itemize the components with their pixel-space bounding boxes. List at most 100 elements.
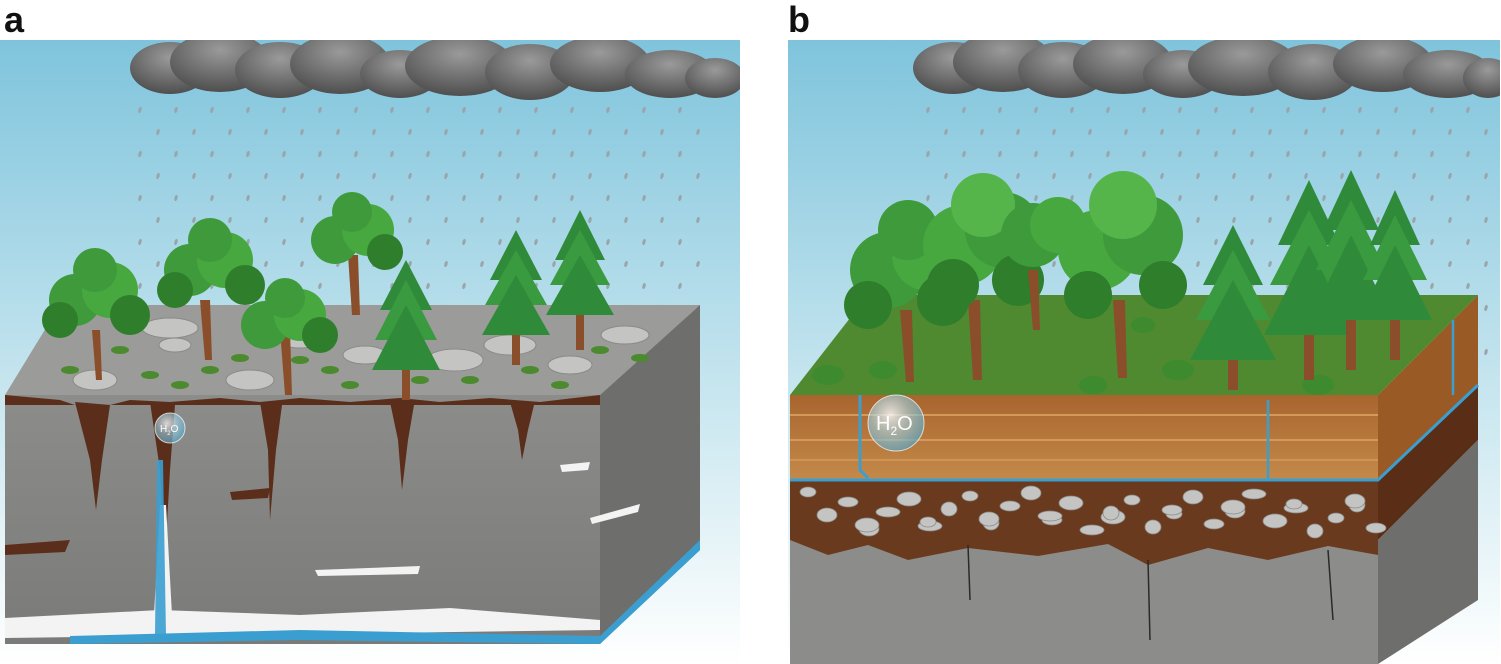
rain-drop bbox=[516, 128, 520, 136]
deciduous-tree-4 bbox=[311, 192, 403, 315]
rain-drop bbox=[1232, 216, 1236, 224]
bedrock-side bbox=[1378, 440, 1478, 664]
rain-drop bbox=[678, 282, 682, 290]
rain-drop bbox=[1052, 172, 1056, 180]
gravel-stone bbox=[1020, 485, 1042, 501]
bubble-text-sub: 2 bbox=[890, 424, 897, 438]
rain-drop bbox=[642, 150, 646, 158]
water-molecule-bubble: H2O bbox=[154, 412, 186, 444]
rain-drop bbox=[372, 128, 376, 136]
rain-drop bbox=[1286, 150, 1290, 158]
rain-drop bbox=[1250, 106, 1254, 114]
rain-drop bbox=[534, 194, 538, 202]
gravel-stone bbox=[961, 490, 979, 502]
gravel-stone bbox=[1262, 513, 1288, 529]
gravel-bottom-edge bbox=[790, 540, 1378, 565]
rain-drop bbox=[534, 106, 538, 114]
rain-drop bbox=[300, 216, 304, 224]
rain-drop bbox=[156, 216, 160, 224]
rain-drop bbox=[1448, 128, 1452, 136]
rain-drop bbox=[1016, 128, 1020, 136]
rain-drop bbox=[228, 172, 232, 180]
panel-label-b: b bbox=[788, 0, 810, 40]
rain-drop bbox=[642, 238, 646, 246]
rain-drop bbox=[138, 194, 142, 202]
rain-drop bbox=[498, 238, 502, 246]
rock-side-face bbox=[600, 305, 700, 644]
rain-drop bbox=[282, 194, 286, 202]
rain-drop bbox=[390, 150, 394, 158]
rain-drop bbox=[1178, 106, 1182, 114]
grass-tuft bbox=[521, 366, 539, 374]
rain-drop bbox=[1466, 238, 1470, 246]
water-vertical-flow bbox=[155, 460, 166, 636]
rain-drop bbox=[300, 260, 304, 268]
rain-drop bbox=[1376, 172, 1380, 180]
root-crack-4 bbox=[390, 402, 414, 490]
rain-drop bbox=[1070, 150, 1074, 158]
rain-drop bbox=[408, 128, 412, 136]
rain-drop bbox=[1430, 150, 1434, 158]
grass-tuft bbox=[411, 376, 429, 384]
rain-drop bbox=[480, 128, 484, 136]
rain-drop bbox=[336, 172, 340, 180]
rain-drop bbox=[1214, 238, 1218, 246]
rain-drop bbox=[1196, 260, 1200, 268]
rain-drop bbox=[192, 128, 196, 136]
rain-drop bbox=[1196, 172, 1200, 180]
rain-drop bbox=[498, 106, 502, 114]
gravel-stone bbox=[1306, 523, 1324, 539]
water-table-line bbox=[790, 383, 1480, 482]
grass-tuft bbox=[111, 346, 129, 354]
rain-drop bbox=[390, 106, 394, 114]
water-infiltration-path bbox=[858, 395, 870, 480]
rain-drop bbox=[516, 216, 520, 224]
rain-drop bbox=[696, 216, 700, 224]
svg-text:H2O: H2O bbox=[160, 424, 179, 437]
rain-drop bbox=[552, 128, 556, 136]
rain-drop bbox=[444, 216, 448, 224]
rain-drop bbox=[926, 106, 930, 114]
gravel-stone bbox=[919, 516, 937, 528]
gravel-stone bbox=[1344, 493, 1366, 509]
rain-drop bbox=[962, 150, 966, 158]
rain-drop bbox=[174, 238, 178, 246]
rain-drop bbox=[138, 238, 142, 246]
rain-drop bbox=[944, 172, 948, 180]
grass-tuft bbox=[341, 381, 359, 389]
rain-drop bbox=[1088, 172, 1092, 180]
rain-drop bbox=[1376, 128, 1380, 136]
rain-drop bbox=[336, 128, 340, 136]
rain-drop bbox=[156, 128, 160, 136]
rain-drop bbox=[1016, 172, 1020, 180]
rain-drop bbox=[174, 194, 178, 202]
rain-drop bbox=[1088, 128, 1092, 136]
gravel-stones bbox=[799, 485, 1387, 539]
gravel-stone bbox=[999, 500, 1021, 512]
grass-tuft bbox=[291, 356, 309, 364]
grass-tuft bbox=[171, 381, 189, 389]
rain-drop bbox=[408, 172, 412, 180]
bubble-text-h: H bbox=[876, 413, 890, 435]
rain-drop bbox=[1232, 128, 1236, 136]
rain-drop bbox=[1322, 150, 1326, 158]
rain-drop bbox=[462, 238, 466, 246]
rain-drop bbox=[1034, 106, 1038, 114]
rain-drop bbox=[174, 150, 178, 158]
gravel-side bbox=[1378, 385, 1478, 540]
rock-front-face bbox=[5, 395, 600, 644]
gravel-stone bbox=[1079, 524, 1105, 536]
rain-drop bbox=[660, 128, 664, 136]
gravel-stone bbox=[1327, 512, 1345, 524]
white-fissure-side bbox=[590, 504, 640, 524]
rain-drop bbox=[1448, 260, 1452, 268]
gravel-stone bbox=[837, 496, 859, 508]
rain-drop bbox=[552, 216, 556, 224]
rain-drop bbox=[1304, 172, 1308, 180]
gravel-stone bbox=[1365, 522, 1387, 534]
rain-drop bbox=[444, 260, 448, 268]
deciduous-tree-3 bbox=[241, 278, 338, 395]
grass-tuft bbox=[231, 354, 249, 362]
rain-drop bbox=[1268, 216, 1272, 224]
rain-drop bbox=[534, 238, 538, 246]
